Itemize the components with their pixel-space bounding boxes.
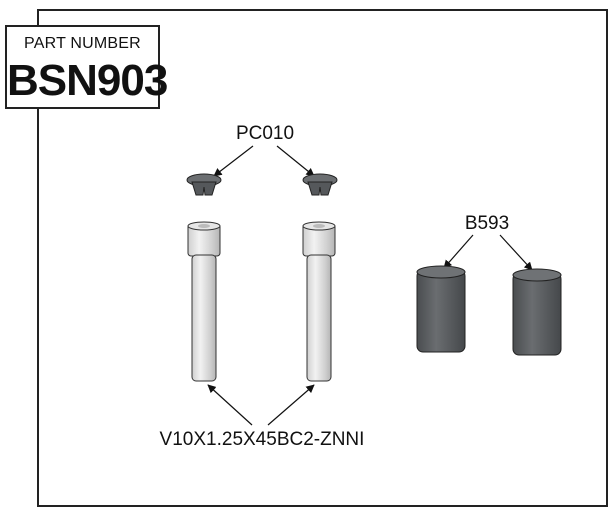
bushing-part-right — [512, 268, 562, 356]
bolt-leader-left — [207, 384, 253, 426]
clip-leader-right — [276, 145, 315, 177]
clip-part-left — [186, 173, 222, 196]
bushing-leader-right — [499, 234, 533, 271]
part-number-value: BSN903 — [7, 56, 168, 105]
bolt-leader-right — [267, 384, 315, 426]
clip-leader-left — [213, 145, 254, 177]
clip-part-right — [302, 173, 338, 196]
bolt-part-right — [302, 221, 336, 382]
bolt-part-left — [187, 221, 221, 382]
bushing-part-left — [416, 265, 466, 353]
bushing-leader-left — [443, 234, 474, 269]
bushing-callout-label: B593 — [465, 213, 509, 234]
bolt-callout-label: V10X1.25X45BC2-ZNNI — [160, 429, 365, 450]
clip-callout-label: PC010 — [236, 123, 294, 144]
diagram-frame — [37, 9, 608, 507]
part-number-box: PART NUMBER BSN903 — [5, 25, 168, 109]
part-number-label: PART NUMBER — [24, 35, 141, 52]
